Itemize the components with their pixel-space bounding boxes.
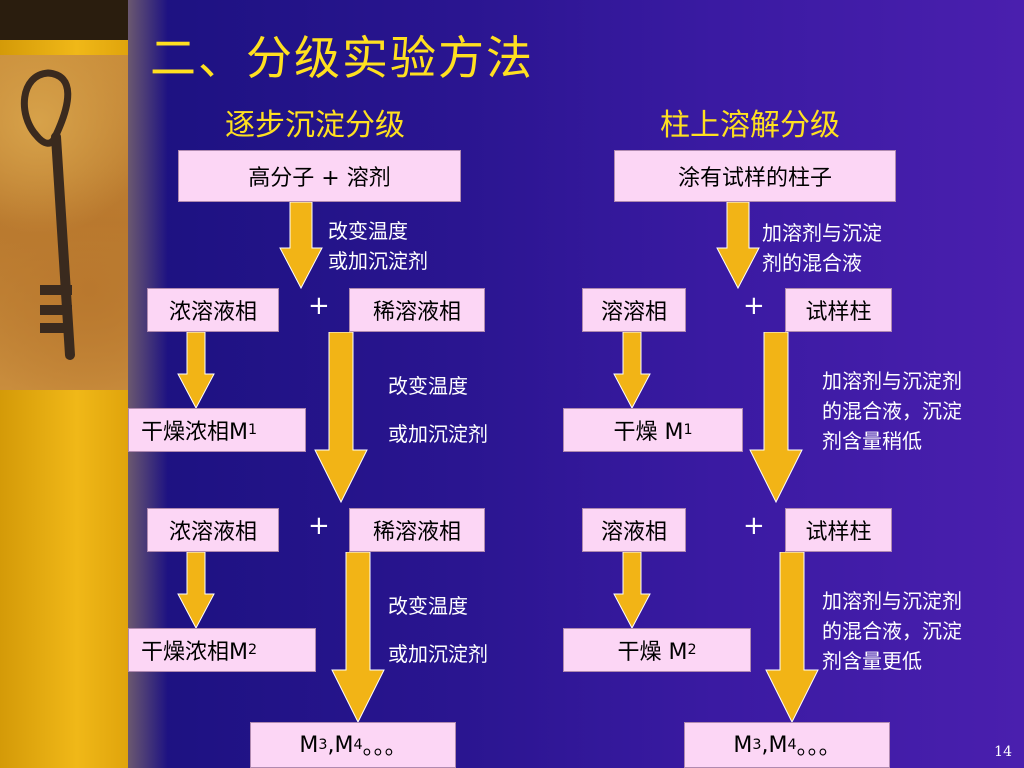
right-row1-solution: 溶溶相 [582,288,686,332]
right-arrow-5 [765,552,819,724]
left-arrow-4 [177,552,215,630]
key-photo [0,55,128,390]
left-row2-concentrated: 浓溶液相 [147,508,279,552]
right-row2-solution: 溶液相 [582,508,686,552]
left-row2-dilute: 稀溶液相 [349,508,485,552]
right-note-1: 加溶剂与沉淀 剂的混合液 [762,221,882,275]
right-arrow-1 [716,202,760,290]
right-row1-column: 试样柱 [785,288,892,332]
left-arrow-3 [314,332,368,504]
left-note-1: 改变温度 或加沉淀剂 [328,219,428,273]
right-row1-plus: + [743,291,765,321]
right-note-3: 加溶剂与沉淀剂 的混合液，沉淀 剂含量更低 [822,589,962,673]
key-icon [20,69,75,360]
right-row2-column: 试样柱 [785,508,892,552]
left-arrow-2 [177,332,215,410]
sidebar-top-band [0,0,128,40]
right-row2-plus: + [743,511,765,541]
left-arrow-5 [331,552,385,724]
right-arrow-2 [613,332,651,410]
left-row2-plus: + [308,511,330,541]
page-number: 14 [994,744,1012,760]
left-start-box: 高分子 + 溶剂 [178,150,461,202]
left-row1-concentrated: 浓溶液相 [147,288,279,332]
left-arrow-1 [279,202,323,290]
left-heading: 逐步沉淀分级 [225,108,405,143]
right-note-2: 加溶剂与沉淀剂 的混合液，沉淀 剂含量稍低 [822,369,962,453]
left-row1-dilute: 稀溶液相 [349,288,485,332]
slide-title: 二、分级实验方法 [150,31,534,85]
left-note-2: 改变温度 或加沉淀剂 [388,374,488,446]
left-note-3: 改变温度 或加沉淀剂 [388,594,488,666]
left-row1-plus: + [308,291,330,321]
right-arrow-3 [749,332,803,504]
right-heading: 柱上溶解分级 [660,108,840,143]
right-arrow-4 [613,552,651,630]
right-start-box: 涂有试样的柱子 [614,150,896,202]
